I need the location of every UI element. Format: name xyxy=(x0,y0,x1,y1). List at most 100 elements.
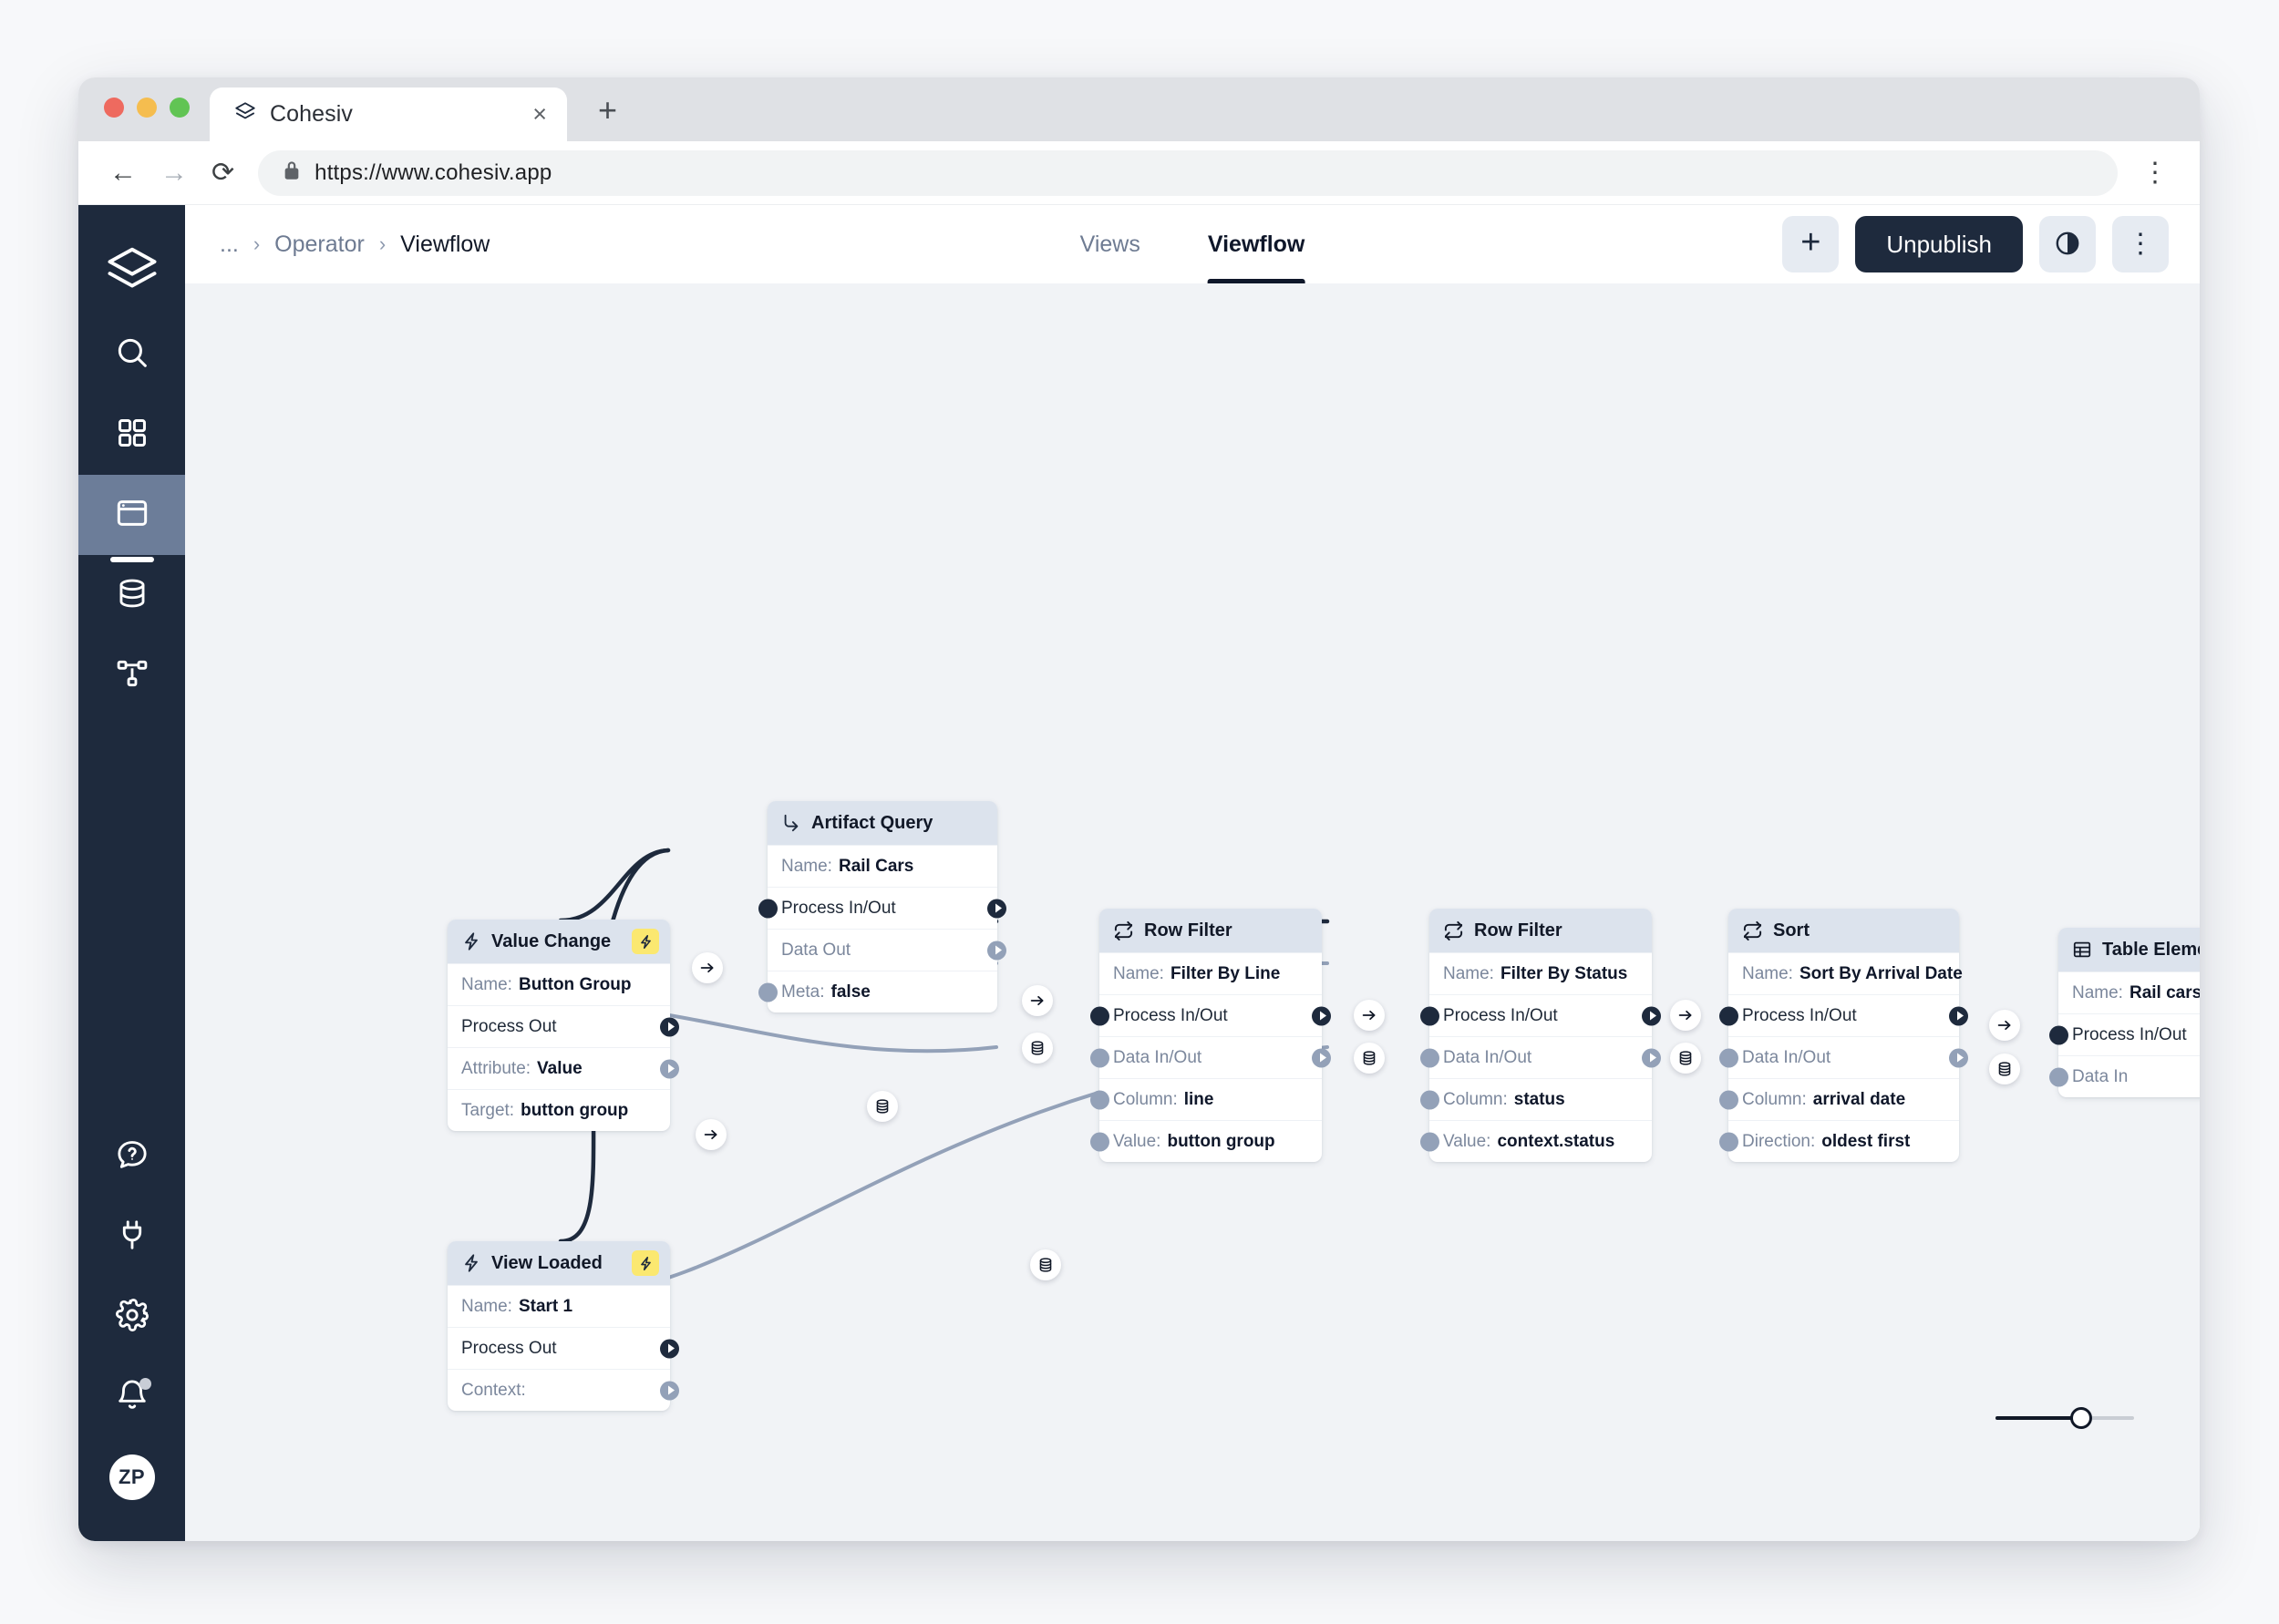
node-port-left[interactable] xyxy=(1719,1132,1738,1151)
node-row[interactable]: Name:Filter By Status xyxy=(1429,952,1652,994)
node-port-left[interactable] xyxy=(1719,1048,1738,1067)
node-port-left[interactable] xyxy=(1719,1090,1738,1109)
node-row[interactable]: Name:Sort By Arrival Date xyxy=(1728,952,1963,994)
app-logo[interactable] xyxy=(78,227,185,314)
node-row[interactable]: Column:line xyxy=(1090,1078,1322,1120)
zoom-slider-knob[interactable] xyxy=(2070,1407,2093,1429)
node-row[interactable]: Data In xyxy=(2049,1055,2200,1097)
edge-badge-database-icon[interactable] xyxy=(1354,1043,1385,1074)
node-row[interactable]: Process Out xyxy=(448,1327,679,1369)
address-bar[interactable]: https://www.cohesiv.app xyxy=(258,149,2118,196)
forward-button[interactable]: → xyxy=(160,157,188,188)
node-row[interactable]: Name:Rail cars xyxy=(2058,971,2200,1013)
unpublish-button[interactable]: Unpublish xyxy=(1855,216,2023,272)
node-row[interactable]: Column:arrival date xyxy=(1719,1078,1959,1120)
node-row[interactable]: Value:context.status xyxy=(1420,1120,1652,1162)
node-port-left[interactable] xyxy=(2049,1025,2068,1044)
edge-badge-arrow-icon[interactable] xyxy=(1670,1000,1701,1031)
node-row[interactable]: Name:Start 1 xyxy=(448,1285,670,1327)
node-port-right[interactable] xyxy=(660,1381,679,1400)
edge-badge-database-icon[interactable] xyxy=(1670,1043,1701,1074)
node-port-left[interactable] xyxy=(1090,1006,1109,1025)
node-port-right[interactable] xyxy=(1642,1048,1661,1067)
node-port-right[interactable] xyxy=(1312,1048,1331,1067)
node-row[interactable]: Data In/Out xyxy=(1719,1036,1968,1078)
sidebar-item-flows[interactable] xyxy=(78,635,185,715)
node-row[interactable]: Process In/Out xyxy=(758,887,1006,929)
node-port-left[interactable] xyxy=(1420,1132,1439,1151)
node-port-right[interactable] xyxy=(660,1339,679,1358)
edge-badge-arrow-icon[interactable] xyxy=(1989,1010,2020,1041)
new-tab-button[interactable]: + xyxy=(598,91,618,128)
node-row[interactable]: Attribute:Value xyxy=(448,1047,679,1089)
node-row[interactable]: Direction:oldest first xyxy=(1719,1120,1959,1162)
sidebar-item-help[interactable] xyxy=(78,1116,185,1197)
node-row[interactable]: Process In/Out xyxy=(1719,994,1968,1036)
close-tab-button[interactable]: × xyxy=(532,100,547,128)
node-port-left[interactable] xyxy=(1420,1048,1439,1067)
edge-badge-database-icon[interactable] xyxy=(1022,1033,1053,1064)
node-port-left[interactable] xyxy=(2049,1067,2068,1086)
edge-badge-arrow-icon[interactable] xyxy=(1022,985,1053,1016)
edge-badge-database-icon[interactable] xyxy=(1989,1054,2020,1084)
edge-badge-database-icon[interactable] xyxy=(867,1091,898,1122)
reload-button[interactable]: ⟳ xyxy=(211,157,235,188)
node-port-right[interactable] xyxy=(1642,1006,1661,1025)
node-port-right[interactable] xyxy=(1949,1006,1968,1025)
minimize-window-button[interactable] xyxy=(137,98,157,118)
node-port-left[interactable] xyxy=(758,899,778,918)
browser-menu-button[interactable]: ⋮ xyxy=(2141,157,2169,188)
edge-badge-arrow-icon[interactable] xyxy=(692,952,723,983)
maximize-window-button[interactable] xyxy=(170,98,190,118)
node-port-left[interactable] xyxy=(758,982,778,1002)
node-port-right[interactable] xyxy=(1312,1006,1331,1025)
node-row[interactable]: Process In/Out xyxy=(1090,994,1331,1036)
node-row[interactable]: Name:Button Group xyxy=(448,963,670,1005)
sidebar-item-search[interactable] xyxy=(78,314,185,395)
node-port-right[interactable] xyxy=(987,940,1006,960)
sidebar-item-views[interactable] xyxy=(78,475,185,555)
node-port-left[interactable] xyxy=(1420,1090,1439,1109)
breadcrumb-ellipsis[interactable]: ... xyxy=(220,231,239,257)
sidebar-item-notifications[interactable] xyxy=(78,1357,185,1437)
node-port-right[interactable] xyxy=(1949,1048,1968,1067)
tab-viewflow[interactable]: Viewflow xyxy=(1207,205,1304,283)
node-row[interactable]: Context: xyxy=(448,1369,679,1411)
node-row[interactable]: Meta:false xyxy=(758,971,997,1012)
node-row[interactable]: Target:button group xyxy=(448,1089,670,1131)
node-row[interactable]: Name:Filter By Line xyxy=(1099,952,1322,994)
node-row[interactable]: Data In/Out xyxy=(1090,1036,1331,1078)
node-row[interactable]: Value:button group xyxy=(1090,1120,1322,1162)
zoom-slider[interactable] xyxy=(1995,1403,2134,1434)
sidebar-item-apps[interactable] xyxy=(78,395,185,475)
node-row[interactable]: Process In/Out xyxy=(1420,994,1661,1036)
node-port-right[interactable] xyxy=(660,1017,679,1036)
sidebar-item-data[interactable] xyxy=(78,555,185,635)
edge-badge-arrow-icon[interactable] xyxy=(696,1119,727,1150)
add-button[interactable]: + xyxy=(1782,216,1840,272)
node-port-left[interactable] xyxy=(1420,1006,1439,1025)
node-row[interactable]: Process In/Out xyxy=(2049,1013,2200,1055)
breadcrumb-parent[interactable]: Operator xyxy=(274,231,365,257)
node-port-left[interactable] xyxy=(1090,1048,1109,1067)
back-button[interactable]: ← xyxy=(109,157,137,188)
node-row[interactable]: Name:Rail Cars xyxy=(768,845,997,887)
tab-views[interactable]: Views xyxy=(1079,231,1140,257)
browser-tab[interactable]: Cohesiv × xyxy=(210,87,567,141)
edge-badge-arrow-icon[interactable] xyxy=(1354,1000,1385,1031)
node-port-left[interactable] xyxy=(1090,1090,1109,1109)
node-port-left[interactable] xyxy=(1090,1132,1109,1151)
sidebar-item-account[interactable]: ZP xyxy=(78,1437,185,1517)
node-row[interactable]: Process Out xyxy=(448,1005,679,1047)
node-port-left[interactable] xyxy=(1719,1006,1738,1025)
sidebar-item-integrations[interactable] xyxy=(78,1197,185,1277)
sidebar-item-settings[interactable] xyxy=(78,1277,185,1357)
